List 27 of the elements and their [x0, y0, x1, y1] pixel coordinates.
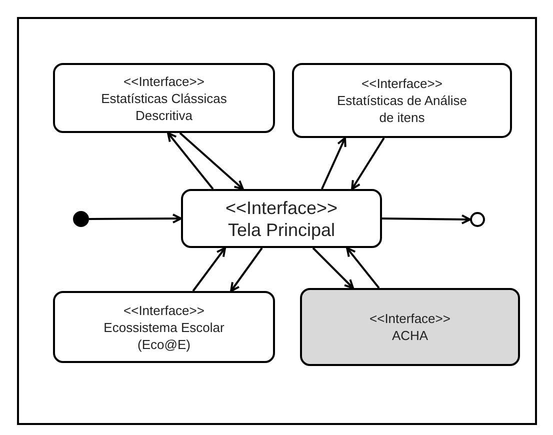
interface-name: ACHA	[392, 327, 428, 344]
interface-box	[300, 288, 520, 366]
arrow	[230, 247, 263, 292]
stereotype-label: <<Interface>>	[362, 75, 442, 92]
arrow	[192, 247, 226, 292]
arrow	[89, 214, 182, 224]
initial-state-circle	[73, 211, 89, 227]
arrow	[167, 132, 214, 190]
interface-box	[53, 63, 275, 133]
interface-box	[292, 63, 512, 138]
interface-name: Ecossistema Escolar (Eco@E)	[102, 318, 226, 352]
final-state-circle	[470, 212, 485, 227]
interface-name: Tela Principal	[228, 218, 336, 240]
stereotype-label: <<Interface>>	[124, 72, 204, 90]
stereotype-label: <<Interface>>	[225, 196, 338, 218]
arrow	[346, 247, 380, 289]
stereotype-label: <<Interface>>	[370, 310, 450, 327]
interface-name: Estatísticas de Análise de itens	[336, 92, 468, 126]
interface-name: Estatísticas Clássicas Descritiva	[100, 90, 228, 124]
arrow	[312, 247, 354, 289]
stereotype-label: <<Interface>>	[124, 302, 204, 318]
interface-box	[181, 189, 382, 248]
arrow	[382, 214, 471, 224]
arrow	[179, 132, 244, 190]
arrow	[351, 137, 385, 190]
arrow	[320, 137, 346, 190]
interface-box	[53, 291, 275, 363]
